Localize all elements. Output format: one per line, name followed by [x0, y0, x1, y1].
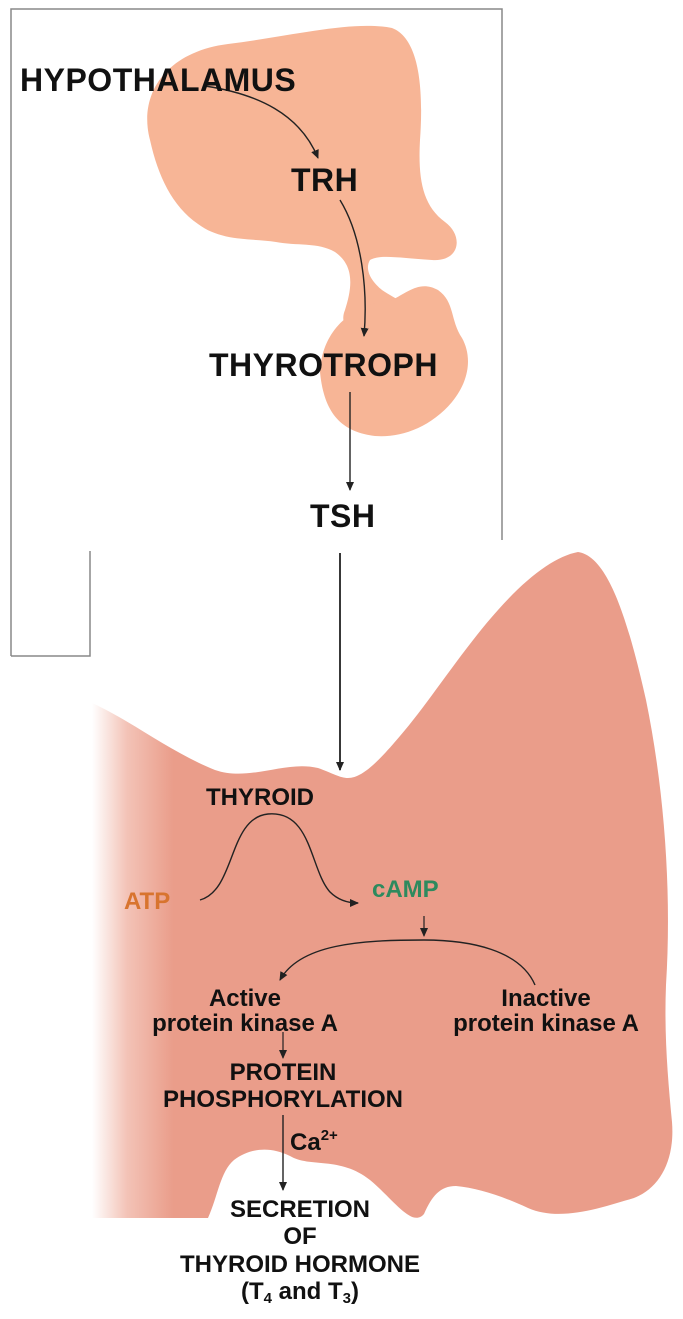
- phosphorylation-label: PROTEIN PHOSPHORYLATION: [100, 1060, 466, 1114]
- t3-subscript: 3: [343, 1290, 351, 1307]
- phosphorylation-line1: PROTEIN: [100, 1060, 466, 1087]
- trh-label: TRH: [291, 164, 358, 196]
- t-and: and T: [272, 1278, 343, 1305]
- thyroid-label: THYROID: [206, 786, 314, 810]
- inactive-kinase-line1: Inactive: [412, 986, 680, 1011]
- inactive-kinase-line2: protein kinase A: [412, 1011, 680, 1036]
- secretion-label: SECRETION OF THYROID HORMONE (T4 and T3): [100, 1196, 500, 1307]
- secretion-line2: OF: [100, 1223, 500, 1250]
- atp-label: ATP: [124, 890, 170, 914]
- hypothalamus-label: HYPOTHALAMUS: [20, 64, 296, 96]
- camp-label: cAMP: [372, 878, 439, 902]
- thyrotroph-label: THYROTROPH: [209, 349, 438, 381]
- calcium-charge: 2+: [321, 1127, 338, 1144]
- t-close: ): [351, 1278, 359, 1305]
- inactive-kinase-label: Inactive protein kinase A: [412, 986, 680, 1036]
- tsh-label: TSH: [310, 500, 376, 532]
- phosphorylation-line2: PHOSPHORYLATION: [100, 1087, 466, 1114]
- secretion-line4: (T4 and T3): [100, 1278, 500, 1307]
- active-kinase-line1: Active: [110, 986, 380, 1011]
- secretion-line3: THYROID HORMONE: [100, 1251, 500, 1278]
- calcium-label: Ca2+: [290, 1128, 338, 1155]
- t4-subscript: 4: [264, 1290, 272, 1307]
- active-kinase-line2: protein kinase A: [110, 1011, 380, 1036]
- t-open: (T: [241, 1278, 264, 1305]
- secretion-line1: SECRETION: [100, 1196, 500, 1223]
- calcium-base: Ca: [290, 1129, 321, 1156]
- active-kinase-label: Active protein kinase A: [110, 986, 380, 1036]
